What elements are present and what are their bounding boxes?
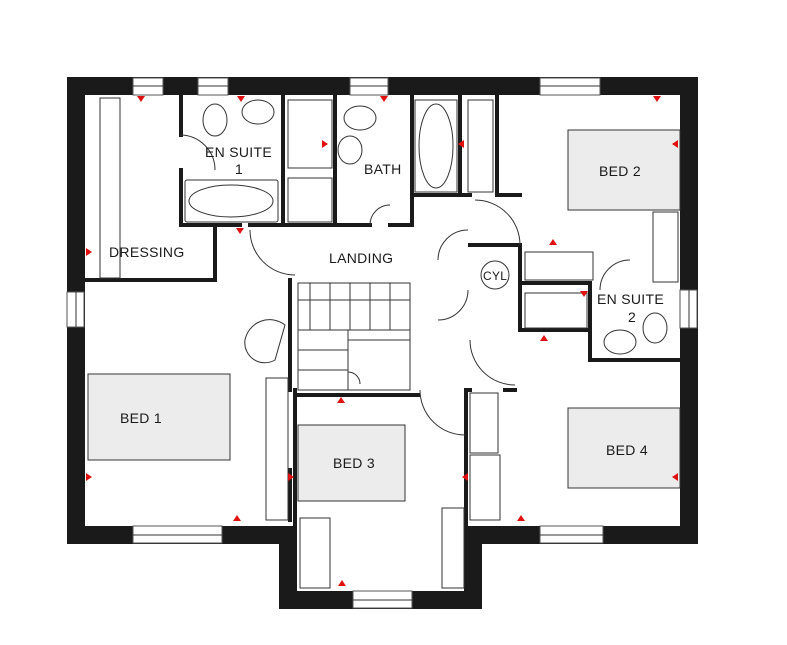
bed-1-furniture: [87, 373, 231, 461]
label-bath: BATH: [364, 161, 402, 177]
label-bed-4: BED 4: [606, 442, 648, 458]
bed-2-furniture: [567, 129, 681, 211]
label-en-suite-1-number: 1: [235, 161, 243, 177]
bed-3-furniture: [297, 424, 406, 502]
door-swings: [179, 134, 631, 436]
staircase: [297, 282, 411, 391]
label-bed-3: BED 3: [333, 455, 375, 471]
bed-4-furniture: [567, 407, 681, 489]
fixtures: [99, 97, 679, 589]
label-cyl: CYL: [483, 269, 507, 283]
interior-walls: [83, 93, 682, 537]
windows: [66, 77, 698, 609]
cylinder: [480, 260, 510, 290]
label-en-suite-2: EN SUITE: [597, 291, 664, 307]
label-dressing: DRESSING: [109, 244, 185, 260]
label-bed-2: BED 2: [599, 163, 641, 179]
socket-markers: [86, 96, 678, 586]
label-landing: LANDING: [329, 250, 393, 266]
label-en-suite-2-number: 2: [628, 309, 636, 325]
label-bed-1: BED 1: [120, 410, 162, 426]
label-en-suite-1: EN SUITE: [205, 144, 272, 160]
